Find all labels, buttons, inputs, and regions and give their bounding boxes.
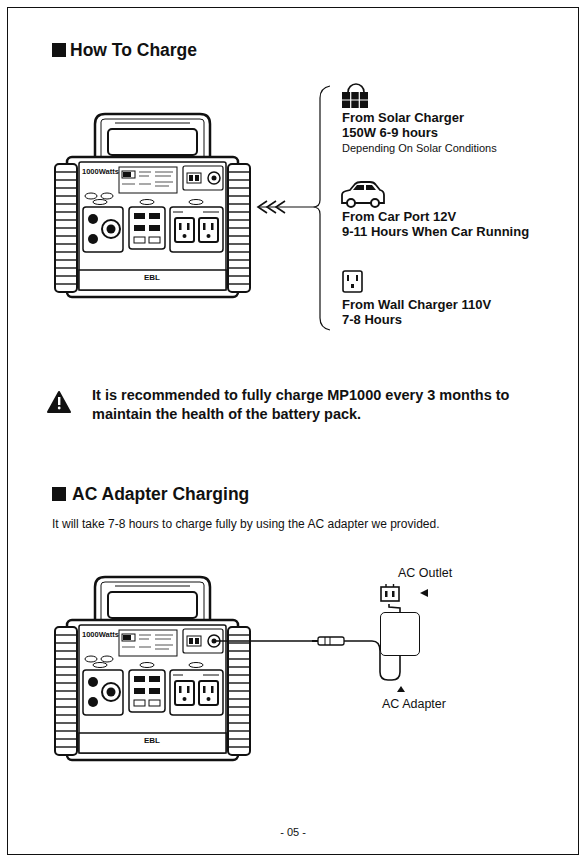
device-logo: EBL — [132, 736, 172, 745]
device-logo: EBL — [132, 273, 172, 282]
outlet-symbol — [380, 584, 404, 604]
ac-outlet: AC Outlet — [378, 566, 402, 604]
charge-source: From Wall Charger 110V — [342, 298, 491, 313]
ac-adapter: AC Adapter — [380, 612, 420, 656]
charge-time: 150W 6-9 hours — [342, 126, 438, 141]
part-label: AC Adapter — [382, 697, 446, 711]
warning-note: It is recommended to fully charge MP1000… — [92, 386, 547, 424]
charge-time: 7-8 Hours — [342, 313, 402, 328]
section-heading: How To Charge — [70, 40, 197, 60]
cable — [250, 641, 400, 680]
body-text: It will take 7-8 hours to charge fully b… — [52, 518, 440, 532]
charge-note: Depending On Solar Conditions — [342, 142, 497, 155]
part-label: AC Outlet — [398, 566, 452, 580]
cable — [389, 604, 400, 612]
page-number: - 05 - — [243, 826, 343, 839]
charge-time: 9-11 Hours When Car Running — [342, 225, 529, 240]
power-station: 1000WattsEBL — [55, 575, 250, 765]
section-heading: AC Adapter Charging — [72, 484, 249, 504]
charge-source: From Solar Charger — [342, 111, 464, 126]
charge-source: From Car Port 12V — [342, 210, 456, 225]
device-brand: 1000Watts — [82, 631, 119, 640]
device-brand: 1000Watts — [82, 168, 119, 177]
